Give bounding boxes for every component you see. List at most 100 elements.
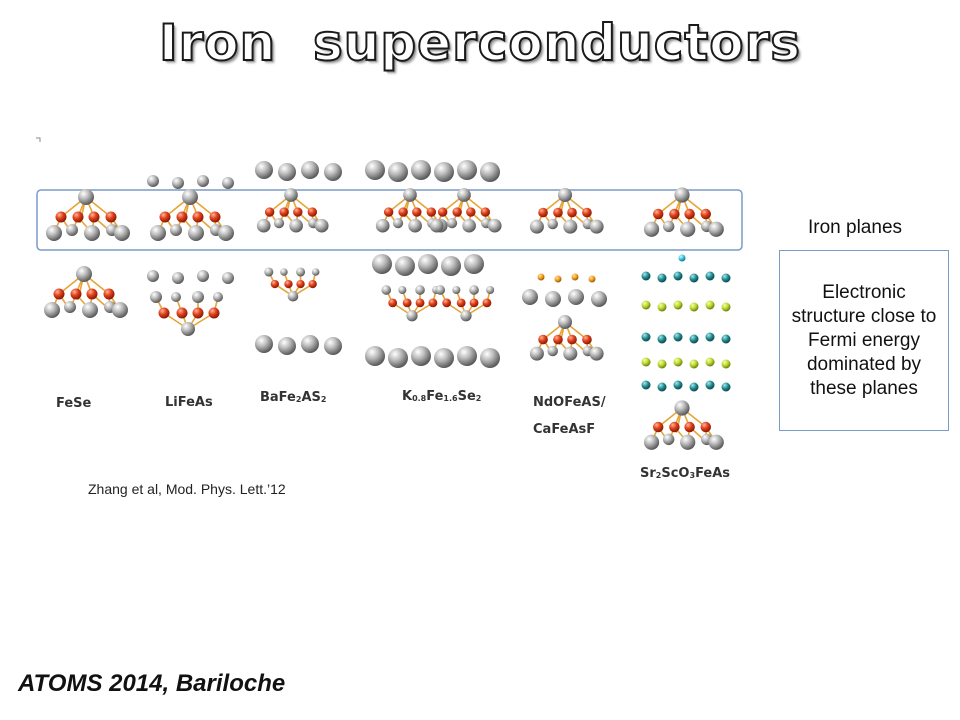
green-atom	[705, 300, 715, 310]
iron-atom	[428, 298, 438, 308]
anion-atom	[192, 291, 204, 303]
compound-label-ndofeas-line1: NdOFeAS/	[533, 395, 606, 410]
iron-atom	[72, 211, 84, 223]
anion-atom	[487, 218, 502, 233]
teal-atom	[673, 271, 683, 281]
anion-atom	[411, 160, 431, 180]
teal-atom	[673, 332, 683, 342]
iron-atom	[426, 207, 437, 217]
iron-atom	[582, 334, 592, 345]
anion-atom	[418, 254, 438, 274]
green-atom	[689, 302, 699, 312]
anion-atom	[66, 224, 78, 236]
formula-part: Sr	[640, 466, 656, 481]
anion-atom	[388, 348, 408, 368]
formula-part: 2	[475, 394, 482, 403]
anion-atom	[222, 272, 234, 284]
teal-atom	[641, 332, 651, 342]
anion-atom	[311, 268, 320, 276]
compound-label-sr2sco3feas: Sr2ScO3FeAs	[640, 466, 730, 481]
teal-atom	[657, 273, 667, 283]
anion-atom	[434, 162, 454, 182]
anion-atom	[434, 348, 454, 368]
iron-atom	[88, 211, 100, 223]
anion-atom	[415, 285, 425, 295]
anion-atom	[589, 346, 604, 361]
iron-atom	[296, 279, 305, 289]
iron-atom	[700, 208, 712, 220]
iron-atom	[700, 421, 712, 433]
green-atom	[641, 300, 651, 310]
anion-atom	[480, 162, 500, 182]
anion-atom	[197, 270, 209, 282]
description-text: Electronic structure close to Fermi ener…	[791, 281, 937, 399]
anion-atom	[429, 218, 444, 233]
iron-atom	[55, 211, 67, 223]
atoms-layer	[44, 160, 731, 450]
iron-atom	[567, 334, 577, 345]
iron-atom	[466, 207, 476, 217]
iron-atom	[383, 207, 394, 217]
formula-part: ScO	[661, 466, 690, 481]
iron-atom	[103, 288, 115, 300]
anion-atom	[324, 163, 342, 181]
anion-atom	[188, 225, 204, 241]
anion-atom	[392, 218, 404, 229]
iron-atom	[308, 279, 317, 289]
iron-atom	[652, 421, 664, 433]
green-atom	[689, 359, 699, 369]
anion-atom	[46, 225, 62, 241]
anion-atom	[218, 225, 234, 241]
anion-atom	[406, 310, 418, 322]
anion-atom	[547, 218, 558, 230]
anion-atom	[375, 218, 390, 233]
anion-atom	[255, 161, 273, 179]
anion-atom	[296, 267, 306, 277]
iron-atom	[209, 211, 221, 223]
anion-atom	[171, 292, 181, 302]
anion-atom	[643, 434, 660, 450]
anion-atom	[114, 225, 130, 241]
formula-part: FeSe	[56, 396, 92, 411]
iron-atom	[264, 207, 275, 217]
anion-atom	[278, 337, 296, 355]
iron-atom	[442, 298, 452, 308]
anion-atom	[457, 188, 471, 202]
teal-atom	[641, 380, 651, 390]
oxygen-atom	[588, 275, 596, 283]
teal-atom	[721, 382, 731, 392]
anion-atom	[64, 301, 76, 313]
teal-atom	[705, 271, 715, 281]
compound-label-ndofeas-line2: CaFeAsF	[533, 422, 596, 437]
anion-atom	[76, 266, 92, 282]
anion-atom	[84, 225, 100, 241]
anion-atom	[112, 302, 128, 318]
iron-atom	[53, 288, 65, 300]
teal-atom	[689, 273, 699, 283]
compound-label-lifeas: LiFeAs	[165, 395, 213, 410]
compound-label-ndofeas: NdOFeAS/ CaFeAsF	[533, 389, 606, 443]
anion-atom	[273, 218, 285, 229]
anion-atom	[457, 160, 477, 180]
anion-atom	[301, 335, 319, 353]
anion-atom	[464, 254, 484, 274]
anion-atom	[680, 434, 696, 450]
anion-atom	[589, 219, 604, 234]
anion-atom	[182, 189, 198, 205]
anion-atom	[324, 337, 342, 355]
green-atom	[657, 359, 667, 369]
anion-atom	[674, 400, 690, 416]
oxygen-atom	[537, 273, 545, 281]
teal-atom	[657, 334, 667, 344]
green-atom	[641, 357, 651, 367]
anion-atom	[181, 322, 195, 336]
anion-atom	[365, 160, 385, 180]
anion-atom	[568, 289, 584, 305]
anion-atom	[150, 291, 162, 303]
formula-part: LiFeAs	[165, 395, 213, 410]
teal-atom	[673, 380, 683, 390]
iron-atom	[415, 298, 425, 308]
oxygen-atom	[554, 275, 562, 283]
iron-atom	[279, 207, 289, 217]
anion-atom	[278, 163, 296, 181]
